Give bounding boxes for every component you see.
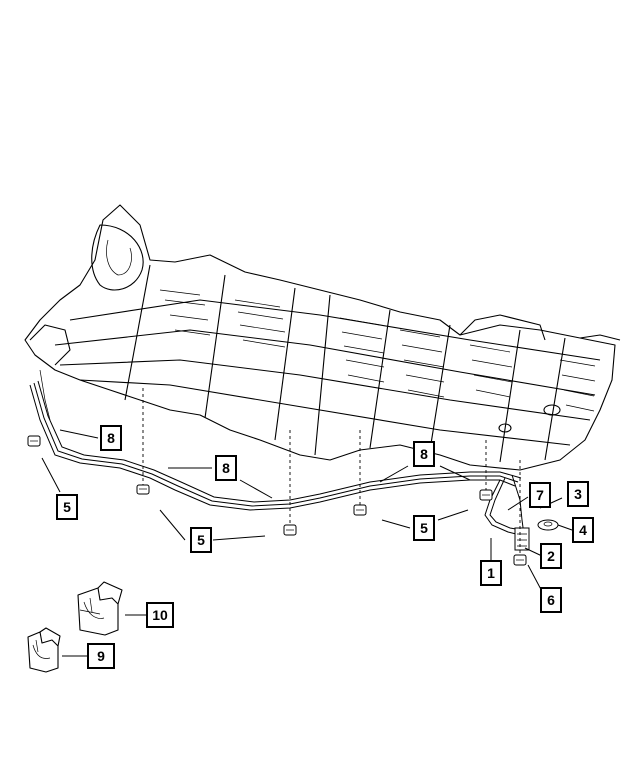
callout-8: 8 [215, 455, 237, 481]
callout-8-label: 8 [107, 430, 115, 446]
callout-9-label: 9 [97, 648, 105, 664]
bolt-icon [27, 435, 41, 447]
callout-8-label: 8 [222, 460, 230, 476]
callout-2: 2 [540, 543, 562, 569]
callout-8-label: 8 [420, 446, 428, 462]
callout-4: 4 [572, 517, 594, 543]
callout-7: 7 [529, 482, 551, 508]
clip-detail-9 [27, 627, 61, 673]
clip-icon [479, 489, 493, 501]
grommet-icon [537, 519, 559, 531]
callout-8: 8 [100, 425, 122, 451]
callout-5-label: 5 [63, 499, 71, 515]
callout-5-label: 5 [420, 520, 428, 536]
bolt-icon [513, 554, 527, 566]
clip-icon [353, 504, 367, 516]
callout-3: 3 [567, 481, 589, 507]
callout-3-label: 3 [574, 486, 582, 502]
callout-7-label: 7 [536, 487, 544, 503]
callout-1-label: 1 [487, 565, 495, 581]
callout-2-label: 2 [547, 548, 555, 564]
callout-1: 1 [480, 560, 502, 586]
tube-assembly [29, 380, 530, 551]
callout-10: 10 [146, 602, 174, 628]
callout-5: 5 [190, 527, 212, 553]
callout-10-label: 10 [152, 607, 168, 623]
clip-icon [136, 484, 150, 495]
clip-icon [283, 524, 297, 536]
callout-5: 5 [56, 494, 78, 520]
callout-6-label: 6 [547, 592, 555, 608]
callout-5: 5 [413, 515, 435, 541]
callout-4-label: 4 [579, 522, 587, 538]
callout-8: 8 [413, 441, 435, 467]
callout-5-label: 5 [197, 532, 205, 548]
clip-detail-10 [77, 581, 123, 636]
floor-pan-illustration [24, 204, 621, 471]
callout-9: 9 [87, 643, 115, 669]
fasteners [27, 388, 559, 566]
callout-6: 6 [540, 587, 562, 613]
